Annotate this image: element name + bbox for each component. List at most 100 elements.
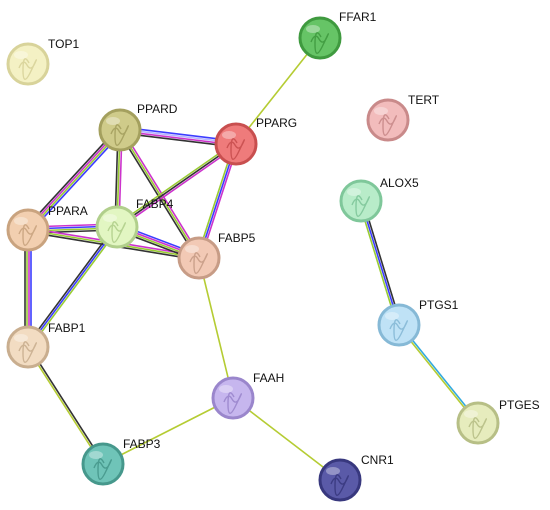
node-label-tert: TERT xyxy=(408,93,440,107)
protein-structure-icon xyxy=(18,341,38,363)
edge-pparg-fabp4[interactable] xyxy=(115,141,238,230)
node-highlight xyxy=(14,51,28,59)
protein-structure-icon xyxy=(378,114,398,136)
node-highlight xyxy=(14,334,28,342)
protein-structure-icon xyxy=(189,252,209,274)
protein-structure-icon xyxy=(18,224,38,246)
node-fabp4[interactable]: FABP4 xyxy=(95,197,174,249)
edge-strand xyxy=(102,397,234,465)
node-circle[interactable] xyxy=(377,303,421,347)
node-fabp5[interactable]: FABP5 xyxy=(177,231,256,280)
node-ptgs1[interactable]: PTGS1 xyxy=(377,298,459,347)
node-highlight xyxy=(374,107,388,115)
protein-structure-icon xyxy=(330,474,350,496)
node-pparg[interactable]: PPARG xyxy=(214,116,297,166)
edge-strand xyxy=(116,143,237,228)
node-highlight xyxy=(222,131,236,139)
node-label-fabp1: FABP1 xyxy=(48,321,86,335)
edge-fabp4-fabp1[interactable] xyxy=(25,225,120,349)
node-ppard[interactable]: PPARD xyxy=(98,102,178,152)
node-label-faah: FAAH xyxy=(253,371,284,385)
node-label-pparg: PPARG xyxy=(256,116,297,130)
edge-pparg-ffar1[interactable] xyxy=(235,37,321,145)
node-top1[interactable]: TOP1 xyxy=(6,37,79,86)
protein-structure-icon xyxy=(110,124,130,146)
node-label-fabp4: FABP4 xyxy=(136,197,174,211)
protein-structure-icon xyxy=(107,221,127,243)
edge-strand xyxy=(28,346,105,464)
node-circle[interactable] xyxy=(81,442,125,486)
node-circle[interactable] xyxy=(6,325,50,369)
node-circle[interactable] xyxy=(318,458,362,502)
edge-strand xyxy=(232,397,341,481)
node-label-ppara: PPARA xyxy=(48,204,88,218)
edge-strand xyxy=(28,130,122,232)
node-highlight xyxy=(385,312,399,320)
node-circle[interactable] xyxy=(95,205,139,249)
node-faah[interactable]: FAAH xyxy=(211,371,284,420)
node-fabp3[interactable]: FABP3 xyxy=(81,437,161,486)
node-circle[interactable] xyxy=(177,236,221,280)
edge-strand xyxy=(198,257,234,399)
edge-strand xyxy=(117,144,238,230)
node-ffar1[interactable]: FFAR1 xyxy=(298,10,377,60)
edge-strand xyxy=(25,127,119,229)
node-label-ffar1: FFAR1 xyxy=(339,10,377,24)
protein-structure-icon xyxy=(351,195,371,217)
node-circle[interactable] xyxy=(6,208,50,252)
edge-faah-cnr1[interactable] xyxy=(232,397,341,481)
node-label-fabp5: FABP5 xyxy=(218,231,256,245)
protein-structure-icon xyxy=(226,138,246,160)
node-highlight xyxy=(326,467,340,475)
edge-strand xyxy=(26,347,103,465)
edge-strand xyxy=(29,131,123,233)
node-circle[interactable] xyxy=(339,179,383,223)
edge-strand xyxy=(358,201,398,326)
edge-strand xyxy=(115,141,236,227)
node-cnr1[interactable]: CNR1 xyxy=(318,453,394,502)
node-fabp1[interactable]: FABP1 xyxy=(6,321,86,369)
node-circle[interactable] xyxy=(98,108,142,152)
node-label-top1: TOP1 xyxy=(48,37,79,51)
node-circle[interactable] xyxy=(456,401,500,445)
node-highlight xyxy=(185,245,199,253)
edge-strand xyxy=(235,37,321,145)
node-circle[interactable] xyxy=(298,16,342,60)
edge-strand xyxy=(28,227,120,349)
edge-ppard-ppara[interactable] xyxy=(25,127,123,233)
protein-structure-icon xyxy=(468,417,488,439)
protein-structure-icon xyxy=(18,58,38,80)
node-label-fabp3: FABP3 xyxy=(123,437,161,451)
node-ppara[interactable]: PPARA xyxy=(6,204,88,252)
node-alox5[interactable]: ALOX5 xyxy=(339,176,419,223)
edge-strand xyxy=(26,128,120,230)
node-circle[interactable] xyxy=(211,376,255,420)
node-tert[interactable]: TERT xyxy=(366,93,440,142)
edge-strand xyxy=(117,130,198,260)
node-circle[interactable] xyxy=(214,122,258,166)
edge-strand xyxy=(27,226,118,348)
node-label-ptges: PTGES xyxy=(499,398,540,412)
node-label-cnr1: CNR1 xyxy=(361,453,394,467)
edge-alox5-ptgs1[interactable] xyxy=(358,200,402,326)
protein-structure-icon xyxy=(223,392,243,414)
node-highlight xyxy=(106,117,120,125)
node-label-alox5: ALOX5 xyxy=(380,176,419,190)
node-circle[interactable] xyxy=(366,98,410,142)
node-highlight xyxy=(464,410,478,418)
edge-fabp5-faah[interactable] xyxy=(198,257,234,399)
node-circle[interactable] xyxy=(6,42,50,86)
node-ptges[interactable]: PTGES xyxy=(456,398,540,445)
edge-strand xyxy=(362,200,402,325)
protein-structure-icon xyxy=(93,458,113,480)
edge-faah-fabp3[interactable] xyxy=(102,397,234,465)
node-highlight xyxy=(306,25,320,33)
node-highlight xyxy=(14,217,28,225)
node-highlight xyxy=(103,214,117,222)
node-label-ppard: PPARD xyxy=(137,102,178,116)
edge-fabp1-fabp3[interactable] xyxy=(26,346,105,465)
node-highlight xyxy=(89,451,103,459)
